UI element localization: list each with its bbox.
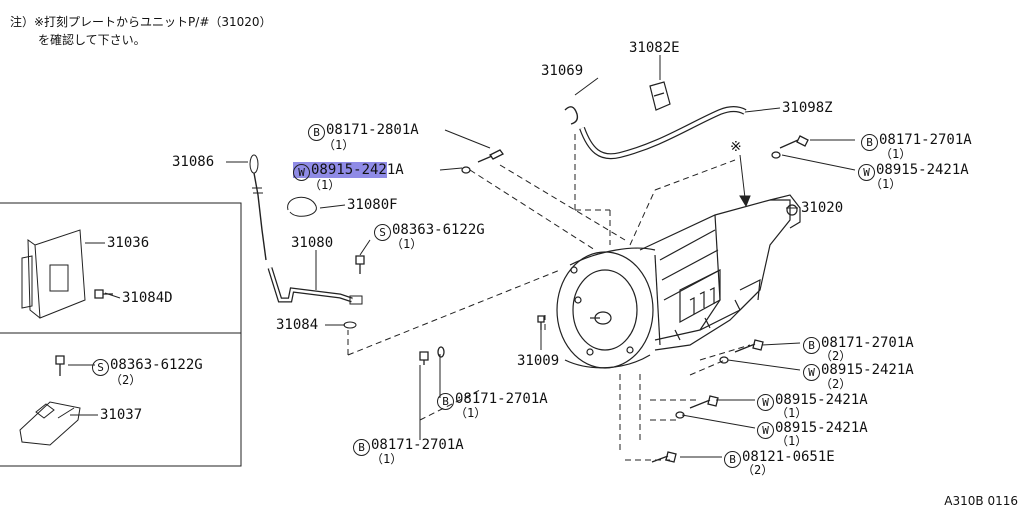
part-label-31009[interactable]: 31009 [517, 353, 560, 369]
part-label-31020[interactable]: 31020 [801, 200, 844, 216]
sensor-31037 [19, 401, 81, 446]
fastener-qty: （1） [323, 138, 355, 152]
fastener-qty: （1） [880, 147, 912, 161]
diagram-code: A310B 0116 [944, 494, 1018, 508]
fastener-qty: （1） [391, 237, 423, 251]
prefix-b-icon: B [353, 439, 370, 456]
part-label-31036[interactable]: 31036 [107, 235, 150, 251]
box-31037 [0, 332, 242, 467]
prefix-b-icon: B [308, 124, 325, 141]
prefix-w-icon: W [858, 164, 875, 181]
prefix-w-icon: B [437, 393, 454, 410]
fastener-qty: （2） [820, 377, 852, 391]
asterisk-marker: ※ [730, 139, 742, 155]
part-label-31080[interactable]: 31080 [291, 235, 334, 251]
prefix-s-icon: S [92, 359, 109, 376]
prefix-b-icon: B [861, 134, 878, 151]
part-label-31069[interactable]: 31069 [541, 63, 584, 79]
fastener-qty: （1） [776, 434, 808, 448]
part-label-31082e[interactable]: 31082E [629, 40, 680, 56]
prefix-b-icon: B [803, 337, 820, 354]
bolts [55, 135, 809, 463]
dashed-guides [347, 130, 751, 461]
fastener-qty: （1） [371, 452, 403, 466]
fastener-qty: （1） [870, 177, 902, 191]
part-label-31084[interactable]: 31084 [276, 317, 319, 333]
part-label-31098z[interactable]: 31098Z [782, 100, 833, 116]
prefix-b-icon: B [724, 451, 741, 468]
fastener-qty: （2） [110, 373, 142, 387]
prefix-s-icon: S [374, 224, 391, 241]
fastener-qty: （2） [742, 463, 774, 477]
fastener-qty: （2） [820, 349, 852, 363]
note-line-2: を確認して下さい。 [38, 33, 146, 47]
part-label-31086[interactable]: 31086 [172, 154, 215, 170]
fastener-qty: （1） [455, 406, 487, 420]
hose-31098z [579, 106, 747, 160]
prefix-w-icon: W [757, 422, 774, 439]
dipstick-handle [249, 154, 259, 174]
fastener-qty: （1） [776, 406, 808, 420]
prefix-b-icon: W [757, 394, 774, 411]
prefix-w-icon: W [293, 164, 310, 181]
part-label-31037[interactable]: 31037 [100, 407, 143, 423]
part-label-31084d[interactable]: 31084D [122, 290, 173, 306]
transmission-31020 [556, 194, 801, 369]
unit-31036 [21, 229, 86, 319]
fastener-qty: （1） [309, 178, 341, 192]
part-label-31080f[interactable]: 31080F [347, 197, 398, 213]
prefix-w-icon: W [803, 364, 820, 381]
note-line-1: 注）※打刻プレートからユニットP/#（31020） [10, 15, 272, 29]
